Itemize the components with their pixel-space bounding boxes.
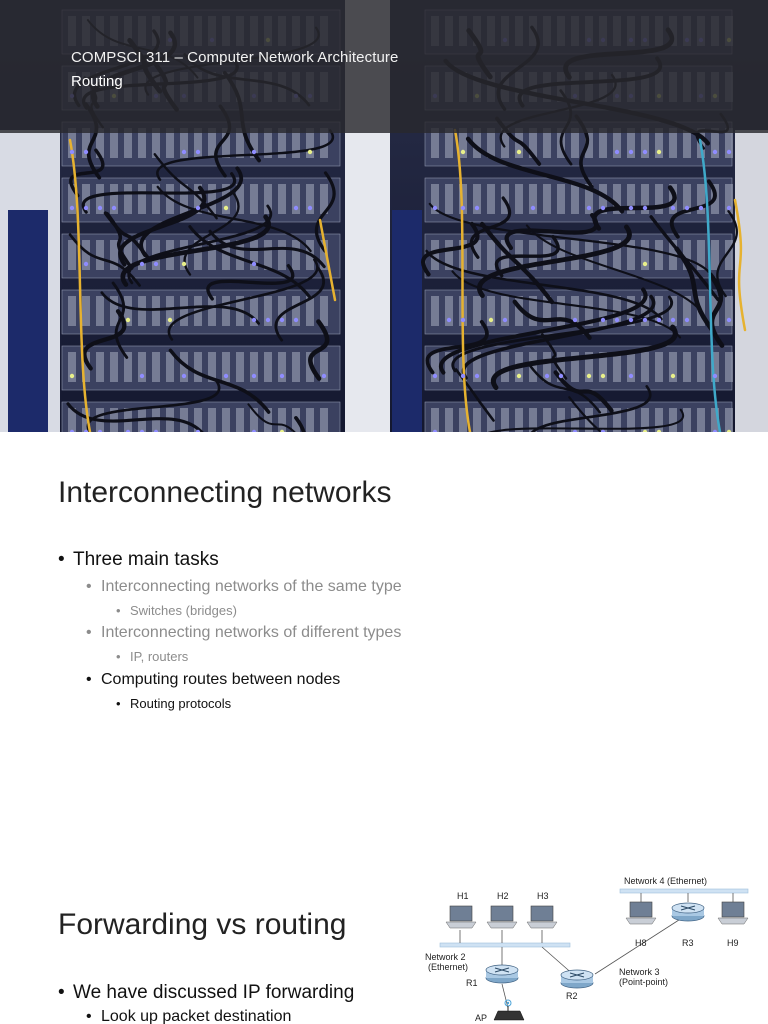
label-network2-type: (Ethernet): [428, 962, 468, 972]
bullet-dot: •: [86, 671, 92, 688]
bullet-dot: •: [58, 982, 65, 1003]
label-r3: R3: [682, 938, 694, 948]
bullet-dot: •: [86, 578, 92, 595]
bullet-task2-sub: IP, routers: [130, 649, 189, 664]
bullet-dot: •: [116, 603, 121, 618]
label-h2: H2: [497, 891, 509, 901]
label-r1: R1: [466, 978, 478, 988]
label-h3: H3: [537, 891, 549, 901]
label-ap: AP: [475, 1013, 487, 1023]
host-h1-icon: [445, 905, 477, 929]
bullet-dot: •: [86, 624, 92, 641]
title-band: [0, 0, 768, 133]
bullet-dot: •: [86, 1008, 92, 1024]
slide-heading: Interconnecting networks: [58, 476, 392, 509]
bullet-task3: Computing routes between nodes: [101, 671, 341, 688]
network4-bus: [619, 888, 749, 894]
bullet-task3-sub: Routing protocols: [130, 696, 232, 711]
bullet-lookup: Look up packet destination: [101, 1008, 292, 1024]
label-h1: H1: [457, 891, 469, 901]
interconnecting-slide: Interconnecting networks • Three main ta…: [0, 432, 768, 864]
host-h9-icon: [717, 901, 749, 925]
host-h2-icon: [486, 905, 518, 929]
lecture-title: Routing: [71, 73, 123, 90]
slide-heading: Forwarding vs routing: [58, 908, 347, 941]
label-h9: H9: [727, 938, 739, 948]
label-network4: Network 4 (Ethernet): [624, 876, 707, 886]
bullet-task2: Interconnecting networks of different ty…: [101, 624, 402, 641]
bullet-dot: •: [58, 549, 65, 570]
label-network3-type: (Point-point): [619, 977, 668, 987]
label-r2: R2: [566, 991, 578, 1001]
bullet-task1-sub: Switches (bridges): [130, 603, 237, 618]
router-r1-icon: [485, 964, 519, 984]
label-h8: H8: [635, 938, 647, 948]
forwarding-slide: Forwarding vs routing • We have discusse…: [0, 864, 768, 1024]
network2-bus: [439, 942, 571, 948]
network-diagram: H1 H2 H3 H8 H9 R1 R2 R3 Network 2 (Ether…: [425, 876, 749, 1023]
course-title: COMPSCI 311 – Computer Network Architect…: [71, 49, 399, 66]
title-slide: COMPSCI 311 – Computer Network Architect…: [0, 0, 768, 432]
bullet-dot: •: [116, 649, 121, 664]
label-network3: Network 3: [619, 967, 660, 977]
router-r3-icon: [671, 902, 705, 922]
bullet-main: Three main tasks: [73, 549, 219, 570]
host-h8-icon: [625, 901, 657, 925]
bullet-task1: Interconnecting networks of the same typ…: [101, 578, 402, 595]
label-network2: Network 2: [425, 952, 466, 962]
bullet-forwarding: We have discussed IP forwarding: [73, 982, 355, 1003]
access-point-icon: [493, 999, 525, 1021]
bullet-dot: •: [116, 696, 121, 711]
host-h3-icon: [526, 905, 558, 929]
router-r2-icon: [560, 969, 594, 989]
